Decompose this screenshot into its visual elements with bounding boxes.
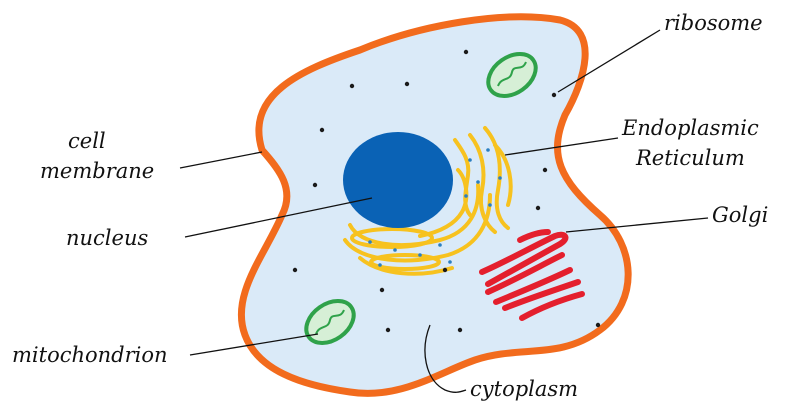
cell-membrane-leader: [180, 152, 262, 168]
label-cell-membrane-line2: membrane: [40, 159, 154, 183]
label-mitochondrion: mitochondrion: [12, 343, 168, 367]
label-golgi: Golgi: [712, 203, 768, 227]
label-cell-membrane-line1: cell: [68, 129, 106, 153]
label-nucleus: nucleus: [66, 226, 148, 250]
label-ribosome: ribosome: [664, 11, 763, 35]
label-cytoplasm: cytoplasm: [470, 377, 578, 401]
nucleus: [343, 132, 453, 228]
label-er-line2: Reticulum: [635, 146, 745, 170]
label-er-line1: Endoplasmic: [621, 116, 759, 140]
